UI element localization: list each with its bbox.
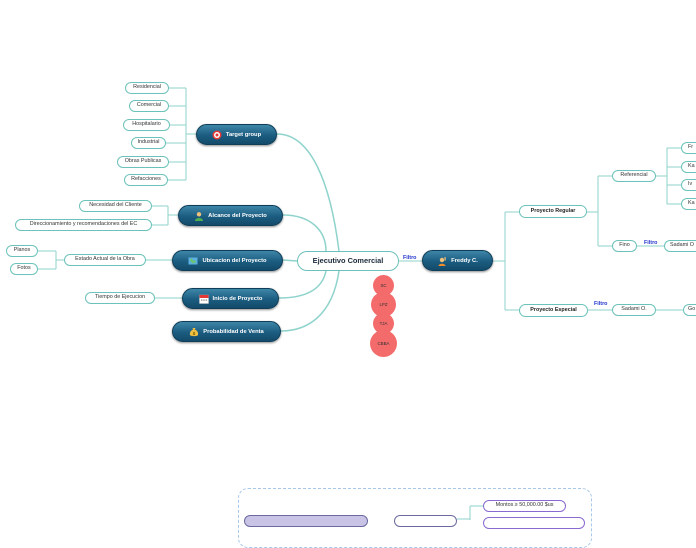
branch-label: Target group xyxy=(225,131,262,138)
money-bag-icon: $ xyxy=(190,327,199,336)
subtopic-proyecto-regular[interactable]: Proyecto Regular xyxy=(519,205,587,218)
legend-bar xyxy=(483,517,585,529)
filter-label: Filtro xyxy=(594,301,608,307)
location-marker-lpz[interactable]: LPZ xyxy=(371,292,396,317)
topic-sadami-o[interactable]: Sadami O. xyxy=(612,304,656,316)
location-marker-tja[interactable]: TJA xyxy=(373,313,394,334)
target-icon xyxy=(212,130,222,139)
topic-referencial-item[interactable]: Fr xyxy=(681,142,696,154)
topic-referencial[interactable]: Referencial xyxy=(612,170,656,182)
topic-hospitalario[interactable]: Hospitalario xyxy=(123,119,170,131)
map-icon xyxy=(188,257,198,264)
svg-text:$: $ xyxy=(193,331,196,336)
topic-fotos[interactable]: Fotos xyxy=(10,263,38,275)
location-marker-sc[interactable]: SC xyxy=(373,275,394,296)
topic-comercial[interactable]: Comercial xyxy=(129,100,169,112)
central-node[interactable]: Ejecutivo Comercial xyxy=(297,251,399,271)
branch-inicio-de-proyecto[interactable]: Inicio de Proyecto xyxy=(182,288,279,309)
branch-label: Inicio de Proyecto xyxy=(212,295,263,302)
location-marker-cbba[interactable]: CBBA xyxy=(370,330,397,357)
topic-planos[interactable]: Planos xyxy=(6,245,38,257)
branch-ubicacion-del-proyecto[interactable]: Ubicacion del Proyecto xyxy=(172,250,283,271)
branch-label: Alcance del Proyecto xyxy=(208,212,267,219)
topic-referencial-item[interactable]: Ka xyxy=(681,161,696,173)
topic-direccionamiento[interactable]: Direccionamiento y recomendaciones del E… xyxy=(15,219,152,231)
branch-label: Probabilidad de Venta xyxy=(203,328,264,335)
branch-probabilidad-de-venta[interactable]: $ Probabilidad de Venta xyxy=(172,321,281,342)
calendar-icon xyxy=(198,294,209,304)
branch-label: Freddy C. xyxy=(451,257,478,264)
legend-bar xyxy=(394,515,457,527)
topic-necesidad-del-cliente[interactable]: Necesidad del Cliente xyxy=(79,200,152,212)
branch-freddy-c[interactable]: Freddy C. xyxy=(422,250,493,271)
filter-label: Filtro xyxy=(644,240,658,246)
topic-refacciones[interactable]: Refacciones xyxy=(124,174,168,186)
branch-target-group[interactable]: Target group xyxy=(196,124,277,145)
topic-obras-publicas[interactable]: Obras Publicas xyxy=(117,156,169,168)
topic-fino[interactable]: Fino xyxy=(612,240,637,252)
branch-alcance-del-proyecto[interactable]: Alcance del Proyecto xyxy=(178,205,283,226)
topic-especial-item[interactable]: Go xyxy=(683,304,696,316)
legend-montos: Montos ≥ 50,000.00 $us xyxy=(483,500,566,512)
topic-referencial-item[interactable]: Iv xyxy=(681,179,696,191)
subtopic-proyecto-especial[interactable]: Proyecto Especial xyxy=(519,304,588,317)
person-wave-icon xyxy=(438,256,446,266)
connector-lines xyxy=(38,87,683,332)
branch-label: Ubicacion del Proyecto xyxy=(202,257,267,264)
topic-referencial-item[interactable]: Ka xyxy=(681,198,696,210)
topic-industrial[interactable]: Industrial xyxy=(131,137,166,149)
topic-tiempo-de-ejecucion[interactable]: Tiempo de Ejecucion xyxy=(85,292,155,304)
topic-estado-actual-de-la-obra[interactable]: Estado Actual de la Obra xyxy=(64,254,146,266)
person-icon xyxy=(195,211,204,221)
filter-label: Filtro xyxy=(403,255,417,261)
topic-residencial[interactable]: Residencial xyxy=(125,82,169,94)
legend-bar xyxy=(244,515,368,527)
topic-fino-sadami[interactable]: Sadami O xyxy=(664,240,696,252)
